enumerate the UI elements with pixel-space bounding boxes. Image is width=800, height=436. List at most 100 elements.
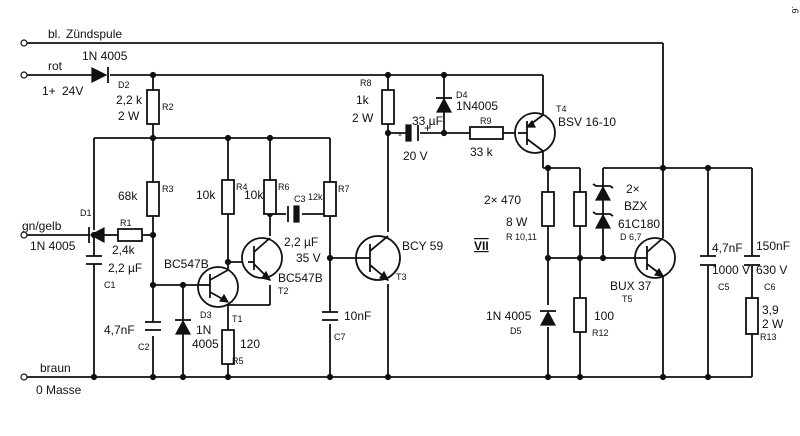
resistor-r5 [221, 329, 235, 365]
c33-voltage: 20 V [403, 149, 428, 163]
diode-d2 [91, 67, 109, 83]
r13-power: 2 W [762, 317, 784, 331]
transistor-t4 [514, 112, 556, 154]
transistors [197, 112, 676, 308]
c3-value: 2,2 µF [284, 235, 318, 249]
resistor-r7 [323, 181, 337, 217]
r13-value: 3,9 [762, 303, 779, 317]
terminal-volt: 24V [62, 84, 83, 98]
t3-type: BCY 59 [402, 239, 443, 253]
c3-voltage: 35 V [296, 251, 321, 265]
r4-ref: R4 [236, 182, 248, 192]
junction-dots [20, 39, 712, 381]
c3-ref: C3 [294, 194, 306, 204]
resistor-r1 [117, 228, 143, 242]
zener-diode-d7 [592, 211, 614, 229]
r12-ref: R12 [592, 328, 609, 338]
d4-type: 1N4005 [456, 99, 498, 113]
capacitor-c7 [322, 311, 338, 321]
c1-ref: C1 [104, 280, 116, 290]
t3-grade: VII [474, 239, 489, 253]
t1-ref: T1 [232, 314, 243, 324]
d6-7-ref: D 6,7 [620, 232, 642, 242]
capacitor-33uf [405, 124, 419, 142]
c5-ref: C5 [718, 282, 730, 292]
t3-ref: T3 [396, 272, 407, 282]
diode-d4 [435, 97, 453, 113]
r8-value: 1k [356, 93, 370, 107]
d5-ref: D5 [510, 326, 522, 336]
c7-ref: C7 [334, 332, 346, 342]
diode-d1 [88, 226, 105, 244]
r10-11-value: 2× 470 [484, 193, 521, 207]
r3-ref: R3 [162, 184, 174, 194]
t4-ref: T4 [556, 104, 567, 114]
diode-d3 [174, 319, 192, 335]
c6-ref: C6 [764, 282, 776, 292]
transistor-t3 [352, 235, 401, 281]
r7-value: 12k [308, 192, 323, 202]
capacitor-c3 [287, 205, 300, 223]
r2-power: 2 W [118, 109, 140, 123]
r6-value: 10k [244, 188, 264, 202]
c5-value: 4,7nF [712, 241, 743, 255]
diode-d5 [539, 310, 557, 326]
r13-ref: R13 [760, 332, 777, 342]
terminal-bl: bl. [48, 27, 61, 41]
t2-ref: T2 [278, 286, 289, 296]
d6-7-type1: BZX [624, 199, 647, 213]
r8-ref: R8 [360, 78, 372, 88]
resistor-r6 [263, 179, 277, 215]
d2-ref: D2 [118, 80, 130, 90]
resistors [117, 89, 759, 365]
c2-value: 4,7nF [104, 323, 135, 337]
resistor-r8 [381, 89, 395, 125]
r1-value: 2,4k [112, 243, 136, 257]
c2-ref: C2 [138, 342, 150, 352]
r12-value: 100 [594, 309, 614, 323]
c33-plus: + [424, 121, 431, 135]
c6-voltage: 630 V [756, 263, 787, 277]
d3-type2: 4005 [192, 337, 219, 351]
capacitor-c6 [744, 255, 760, 266]
r1-ref: R1 [120, 218, 132, 228]
terminal-zuendspule: Zündspule [66, 27, 122, 41]
terminal-braun: braun [40, 361, 71, 375]
r6-ref: R6 [278, 182, 290, 192]
resistor-r10 [541, 191, 555, 227]
diodes [88, 67, 614, 335]
page-marker: .6 [790, 6, 800, 14]
d3-ref: D3 [200, 310, 212, 320]
resistor-r4 [221, 179, 235, 215]
d1-ref: D1 [80, 208, 92, 218]
d6-7-count: 2× [626, 182, 640, 196]
t2-type: BC547B [278, 271, 323, 285]
terminal-rot: rot [48, 59, 63, 73]
wiring [24, 42, 753, 378]
d2-type: 1N 4005 [82, 49, 128, 63]
capacitor-c1 [86, 255, 102, 265]
d1-type: 1N 4005 [30, 239, 76, 253]
r5-ref: R5 [232, 356, 244, 366]
r10-11-ref: R 10,11 [506, 232, 537, 242]
labels: .6 bl. Zündspule rot 1+ 24V gn/gelb brau… [22, 6, 800, 397]
c33-minus: - [398, 127, 402, 141]
r8-power: 2 W [352, 111, 374, 125]
r10-11-power: 8 W [506, 215, 528, 229]
r9-value: 33 k [470, 145, 494, 159]
terminal-gngelb: gn/gelb [22, 219, 62, 233]
t5-ref: T5 [622, 294, 633, 304]
zener-diode-d6 [592, 183, 614, 201]
resistor-r9 [469, 126, 504, 140]
r2-value: 2,2 k [116, 93, 143, 107]
t4-type: BSV 16-10 [558, 115, 616, 129]
r9-ref: R9 [480, 116, 492, 126]
capacitor-c2 [145, 321, 161, 331]
resistor-r3 [146, 181, 160, 217]
c33-value: 33 µF [412, 114, 443, 128]
r5-value: 120 [240, 337, 260, 351]
transistor-t5 [634, 237, 676, 279]
terminal-plus: 1+ [42, 84, 56, 98]
